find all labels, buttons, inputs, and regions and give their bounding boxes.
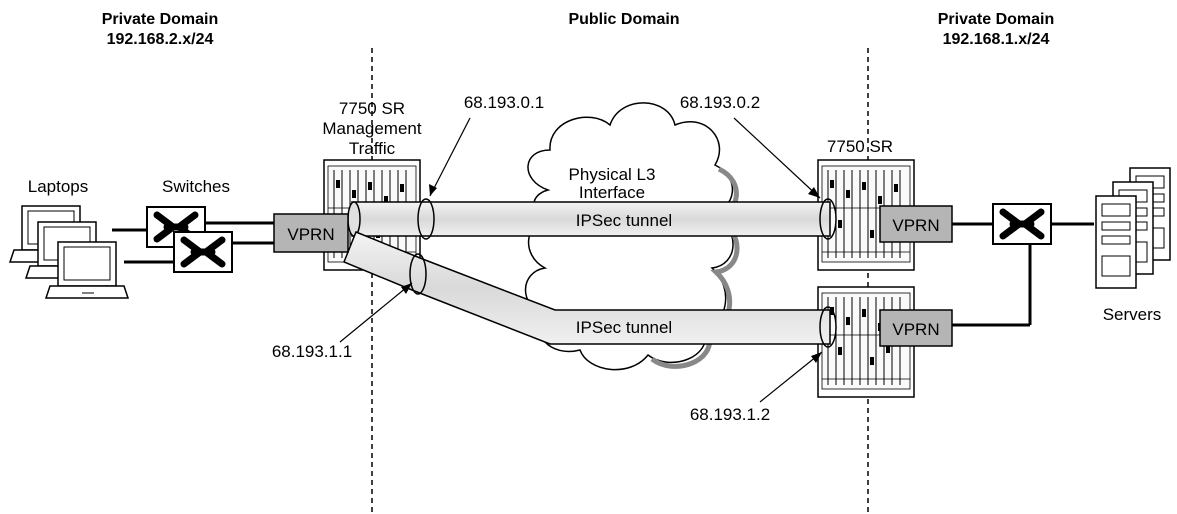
lower-tunnel-label: IPSec tunnel [576, 318, 672, 337]
arrow-68-193-0-2 [734, 118, 820, 198]
right-domain-subnet: 192.168.1.x/24 [943, 31, 1050, 48]
cloud-label-line2: Interface [579, 183, 645, 202]
address-68-193-1-1: 68.193.1.1 [272, 342, 352, 361]
left-domain-subnet: 192.168.2.x/24 [107, 31, 214, 48]
arrow-68-193-1-2 [760, 352, 822, 402]
left-domain-title: Private Domain [102, 11, 218, 28]
address-68-193-1-2: 68.193.1.2 [690, 405, 770, 424]
right-sr-label: 7750 SR [827, 137, 893, 156]
vprn-right-bottom-label: VPRN [892, 320, 939, 339]
vprn-right-top-label: VPRN [892, 216, 939, 235]
switch-left-bottom [174, 232, 232, 272]
address-68-193-0-1: 68.193.0.1 [464, 93, 544, 112]
left-sr-label-line1: 7750 SR [339, 99, 405, 118]
right-domain-title: Private Domain [938, 11, 1054, 28]
switches-label: Switches [162, 177, 230, 196]
cloud-label-line1: Physical L3 [569, 165, 656, 184]
left-sr-label-line2: Management [322, 119, 422, 138]
servers-label: Servers [1103, 305, 1162, 324]
left-sr-label-line3: Traffic [349, 139, 396, 158]
upper-tunnel-label: IPSec tunnel [576, 211, 672, 230]
laptop-3 [46, 242, 128, 298]
switch-right [993, 204, 1051, 244]
public-domain-title: Public Domain [568, 11, 679, 28]
address-68-193-0-2: 68.193.0.2 [680, 93, 760, 112]
arrow-68-193-1-1 [340, 283, 412, 342]
laptops-label: Laptops [28, 177, 89, 196]
server-3 [1096, 196, 1136, 288]
arrow-68-193-0-1 [430, 118, 470, 196]
vprn-left-label: VPRN [287, 225, 334, 244]
